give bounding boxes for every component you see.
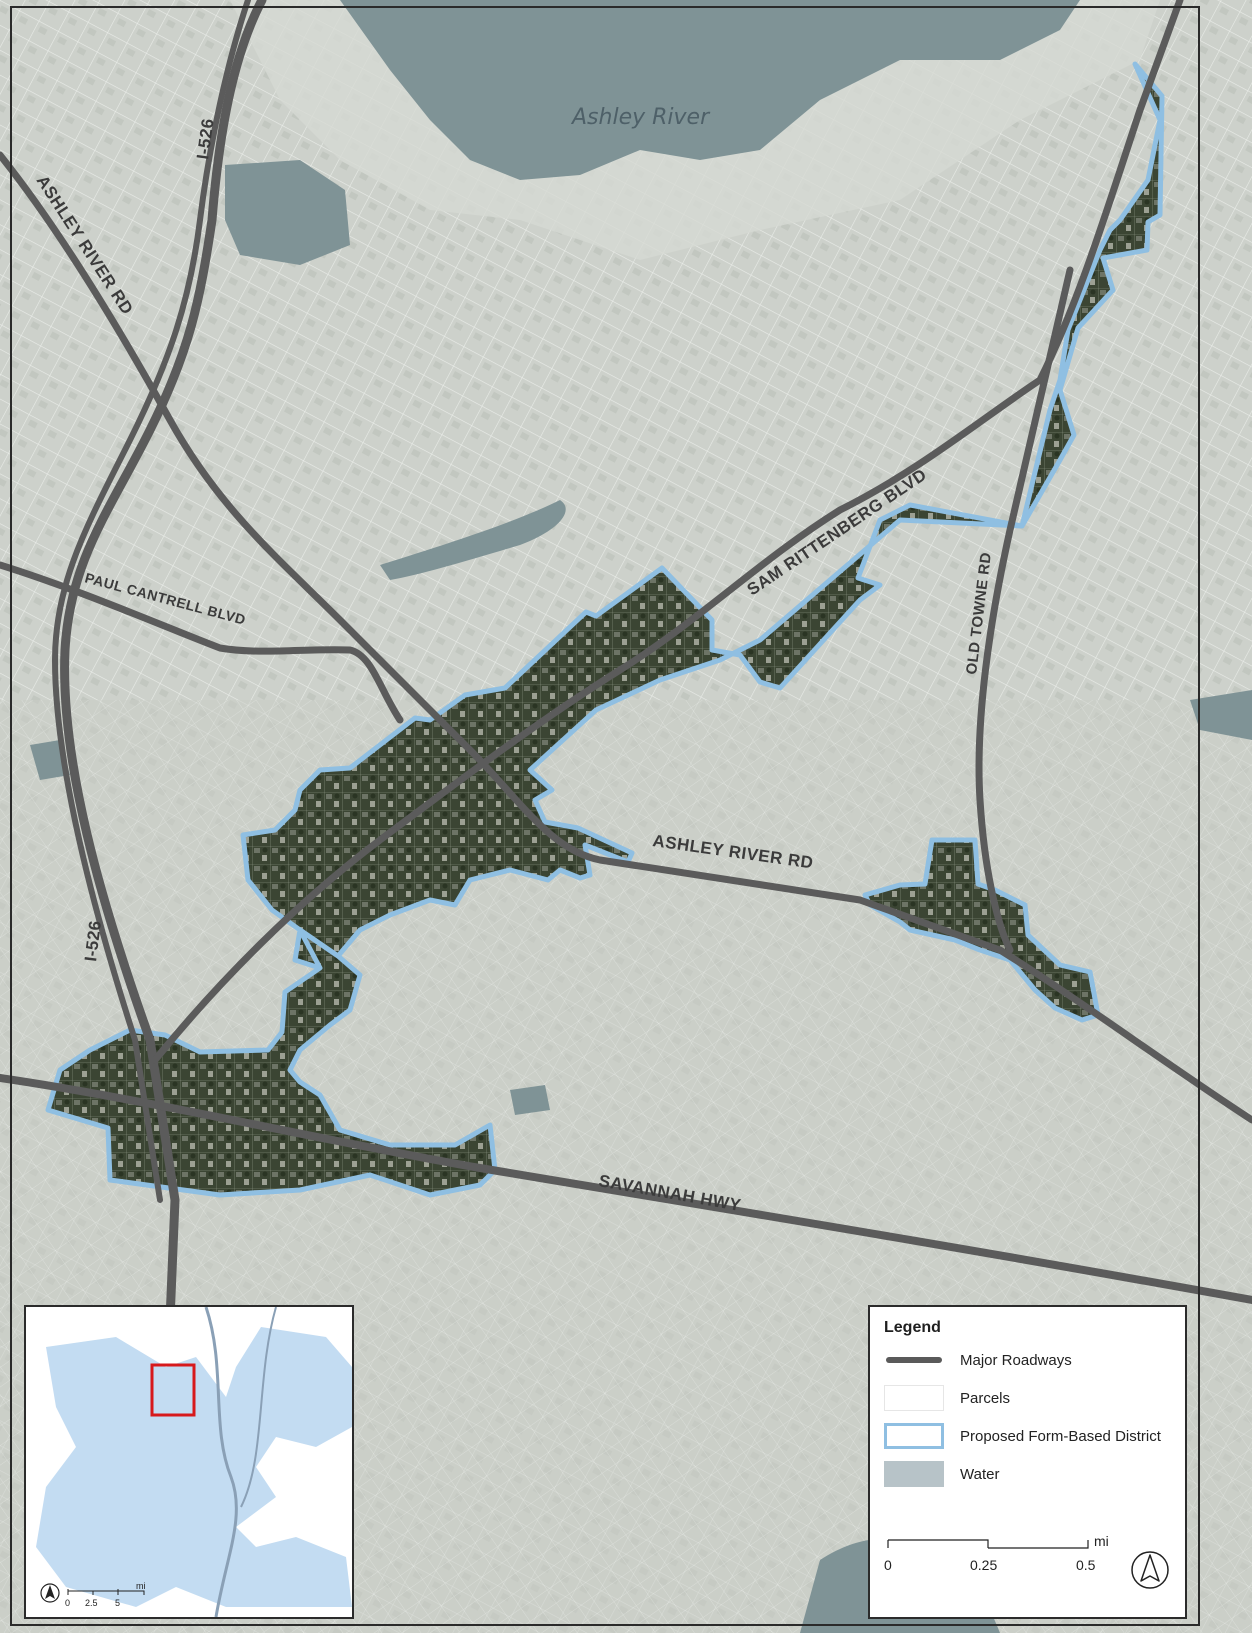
pond-south xyxy=(510,1085,550,1115)
legend-label-parcels: Parcels xyxy=(960,1389,1011,1407)
legend-label-major-roadways: Major Roadways xyxy=(960,1351,1072,1369)
legend-label-district: Proposed Form-Based District xyxy=(960,1427,1161,1445)
inset-river-2 xyxy=(240,1307,277,1508)
pond-north xyxy=(225,160,350,265)
proposed-form-based-district[interactable] xyxy=(240,61,1165,971)
scale-unit: mi xyxy=(1094,1533,1109,1549)
inset-scale-0: 0 xyxy=(65,1598,70,1608)
legend-water-symbol xyxy=(884,1461,944,1487)
road-i526-west[interactable] xyxy=(52,0,251,1203)
legend-label-water: Water xyxy=(960,1465,1000,1483)
major-roadways xyxy=(0,0,1252,1325)
inset-locator-map: 0 2.5 5 mi xyxy=(24,1305,354,1619)
legend-item-major-roadways: Major Roadways xyxy=(884,1345,1174,1375)
legend-panel: Legend Major Roadways Parcels Proposed F… xyxy=(868,1305,1187,1619)
scale-tick-0-5: 0.5 xyxy=(1076,1557,1096,1573)
legend-parcel-symbol xyxy=(884,1385,944,1411)
inset-scale-5: 5 xyxy=(115,1598,120,1608)
scale-tick-0: 0 xyxy=(884,1557,892,1573)
inset-scalebar xyxy=(67,1589,145,1595)
label-i526-south: I-526 xyxy=(81,919,105,962)
north-arrow-icon xyxy=(1131,1551,1169,1589)
inset-scale-2-5: 2.5 xyxy=(85,1598,98,1608)
legend-scalebar: 0 0.25 0.5 mi xyxy=(884,1533,1109,1573)
legend-district-symbol xyxy=(884,1423,944,1449)
road-i526[interactable] xyxy=(60,0,267,1325)
legend-item-parcels: Parcels xyxy=(884,1383,1174,1413)
legend-item-district: Proposed Form-Based District xyxy=(884,1421,1174,1451)
ashley-river-label: Ashley River xyxy=(570,105,711,130)
road-paul-cantrell-blvd[interactable] xyxy=(0,561,404,724)
inset-study-area-box xyxy=(150,1363,196,1417)
legend-road-symbol xyxy=(884,1347,944,1373)
creek xyxy=(380,500,566,580)
inset-scale-unit: mi xyxy=(136,1581,146,1591)
road-savannah-hwy[interactable] xyxy=(0,1074,1252,1304)
inset-land xyxy=(36,1327,352,1607)
ashley-river-water xyxy=(340,0,1080,180)
legend-item-water: Water xyxy=(884,1459,1174,1489)
east-creek xyxy=(1190,690,1252,740)
scale-tick-0-25: 0.25 xyxy=(970,1557,997,1573)
road-old-towne-rd[interactable] xyxy=(975,266,1074,954)
road-ashley-river-rd[interactable] xyxy=(0,151,1252,1124)
inset-north-arrow xyxy=(40,1583,60,1603)
inset-river xyxy=(204,1307,238,1617)
road-sam-rittenberg-blvd[interactable] xyxy=(151,0,1184,1064)
legend-title: Legend xyxy=(884,1319,941,1336)
